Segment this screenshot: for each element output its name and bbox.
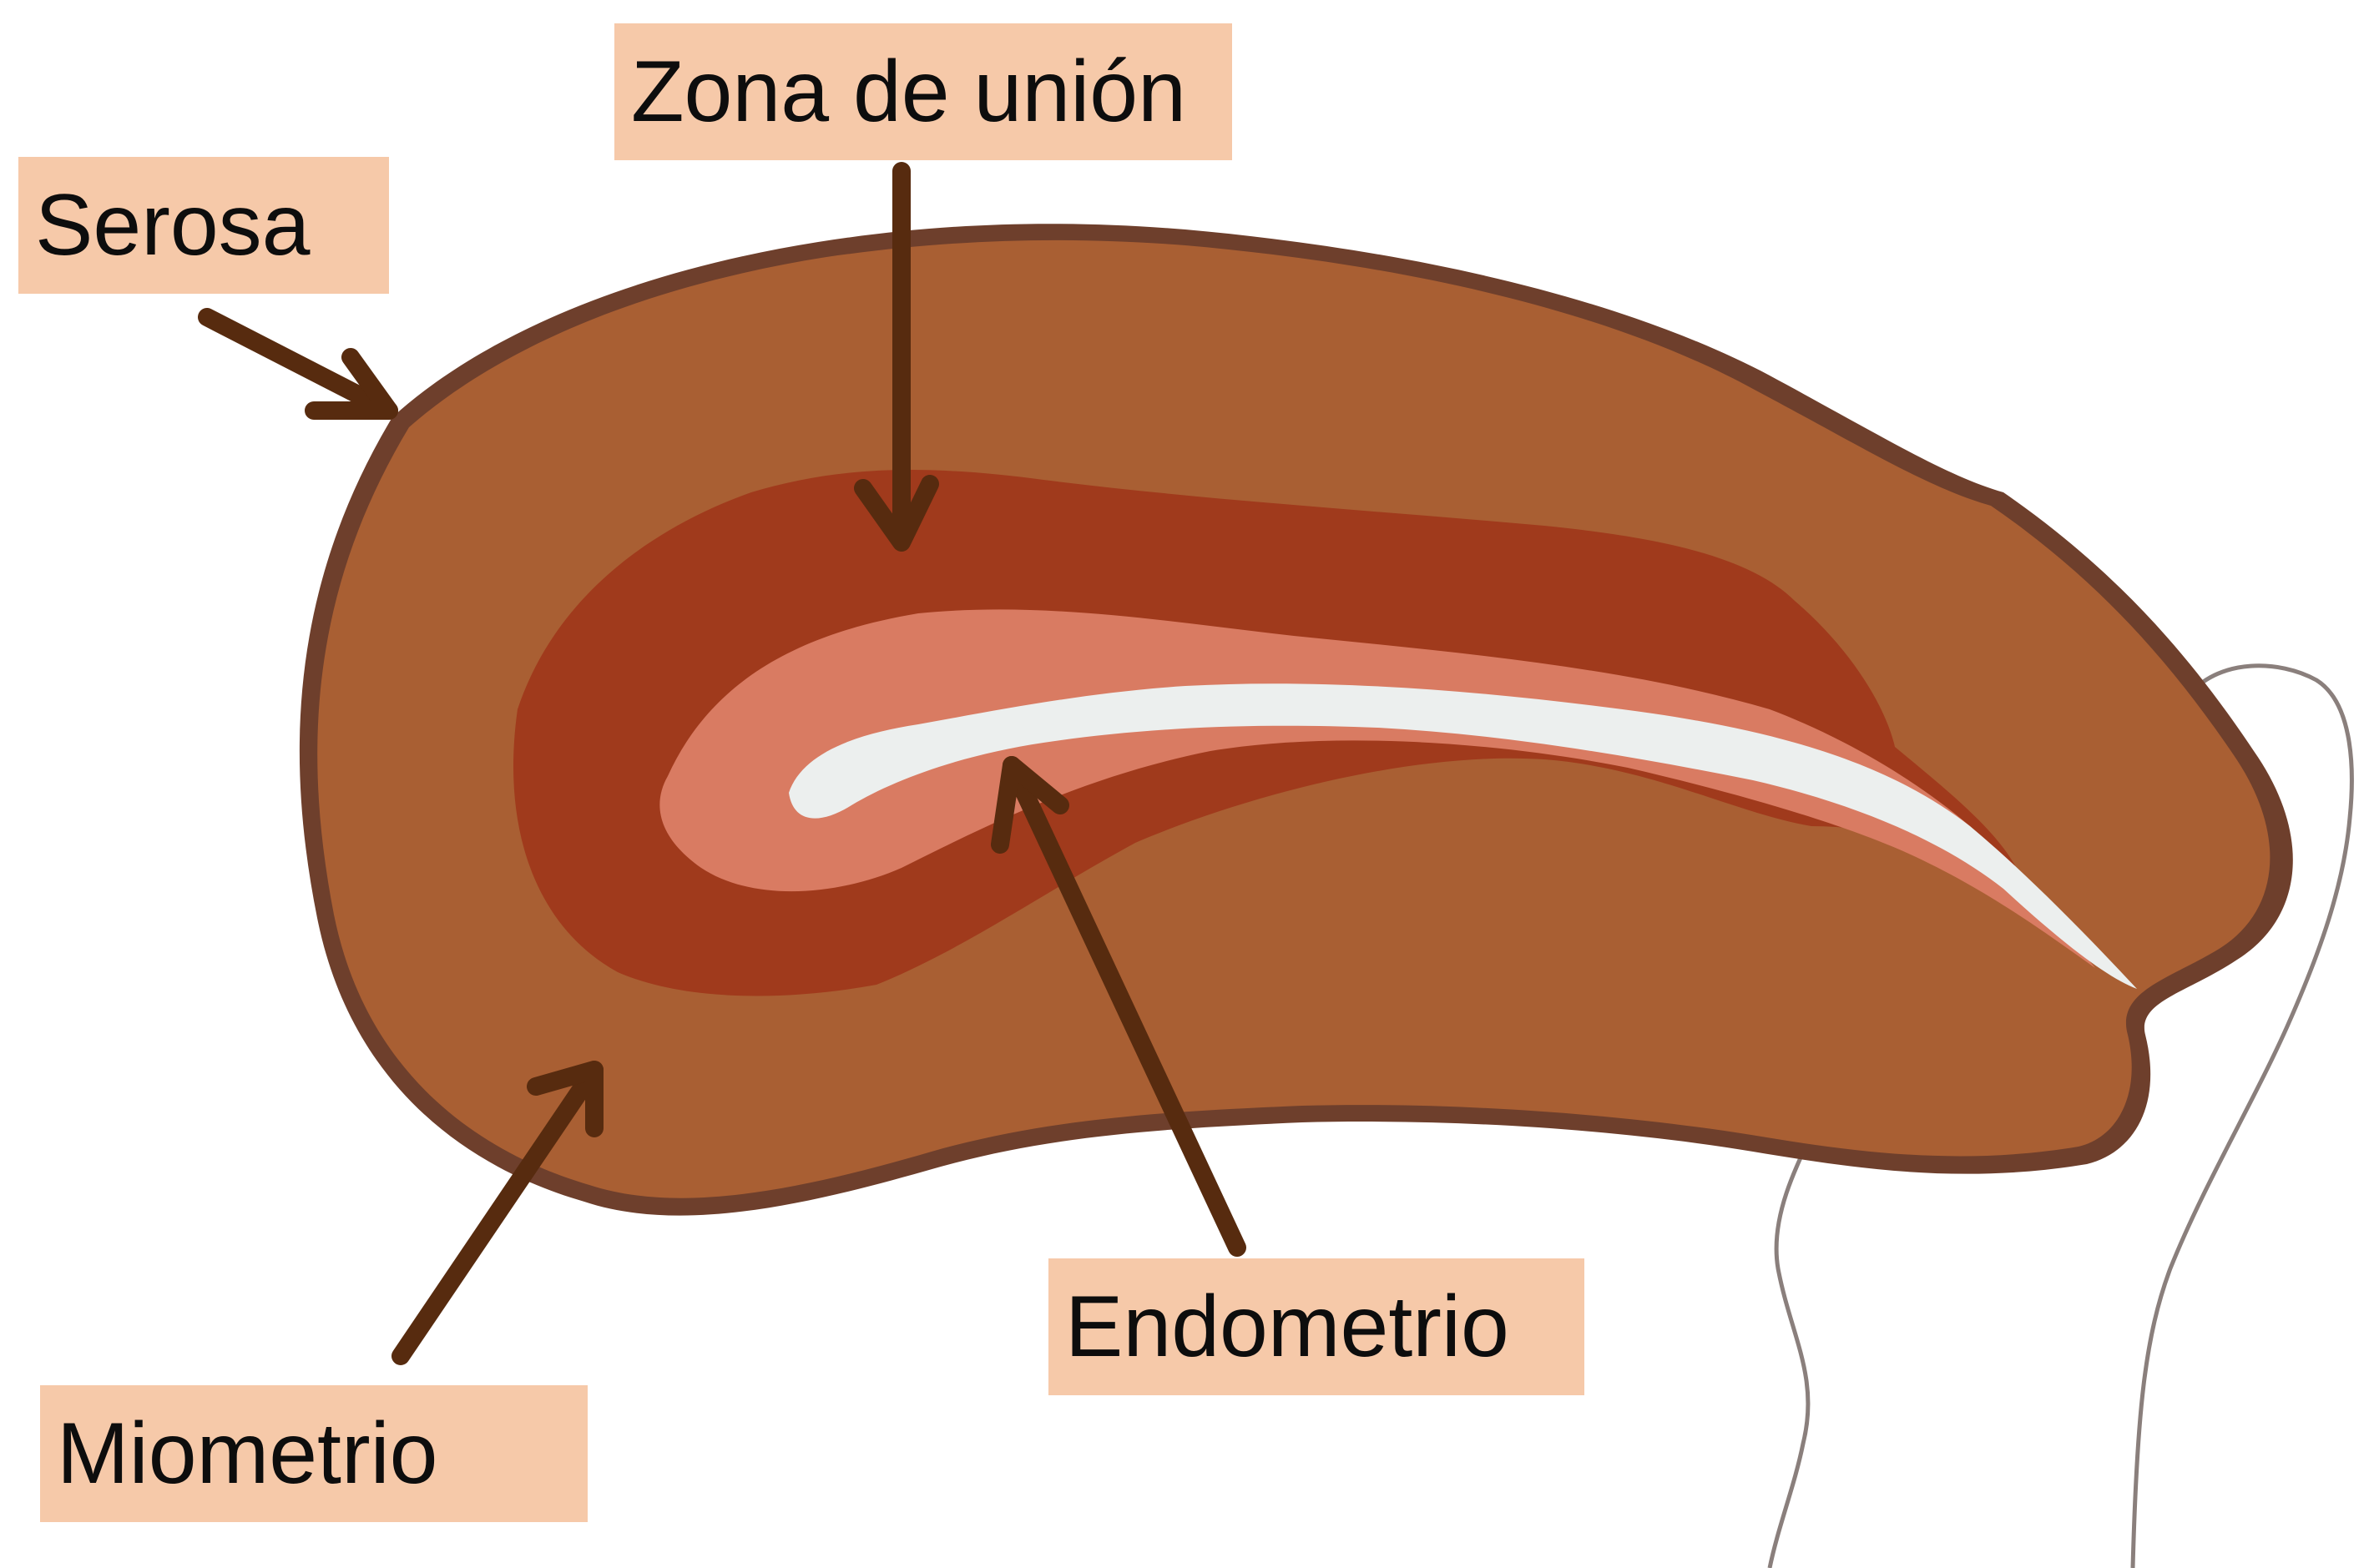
vaginal-outline-lower — [1770, 1118, 1820, 1568]
label-zona-de-union-text: Zona de unión — [631, 48, 1186, 135]
label-endometrio: Endometrio — [1048, 1258, 1584, 1395]
label-miometrio: Miometrio — [40, 1385, 588, 1522]
label-zona-de-union: Zona de unión — [614, 23, 1232, 160]
label-serosa-text: Serosa — [35, 182, 311, 269]
label-serosa: Serosa — [18, 157, 389, 294]
arrow-serosa — [207, 317, 389, 411]
label-endometrio-text: Endometrio — [1065, 1283, 1509, 1370]
label-miometrio-text: Miometrio — [57, 1410, 438, 1497]
